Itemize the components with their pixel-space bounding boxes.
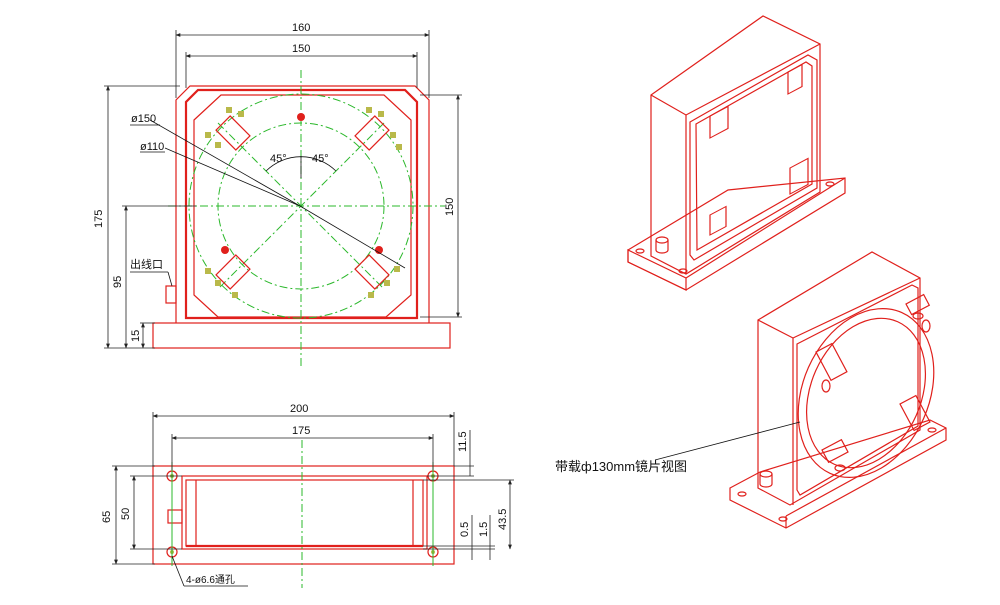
dim-15: 15: [130, 330, 142, 342]
diag-centerline-2: [217, 122, 385, 290]
label-d110: ø110: [140, 141, 164, 153]
label-cable-outlet: 出线口: [130, 257, 163, 271]
front-view: ø150 ø110 45° 45° 160 150 175 95 15 出线口 …: [93, 22, 462, 368]
circle-d150: [188, 93, 414, 319]
bottom-body: [181, 475, 428, 550]
cable-outlet-port: [165, 285, 177, 304]
bottom-cable-outlet: [167, 509, 183, 524]
dim-160: 160: [292, 22, 310, 34]
clip-bottom-right: [354, 254, 390, 290]
iso-view-top: [627, 15, 846, 291]
dim-175: 175: [93, 210, 105, 228]
circle-d110: [217, 122, 385, 290]
pads-group: [205, 107, 402, 298]
iso-view-bottom: [729, 251, 947, 529]
leader-d150: [149, 119, 301, 207]
bottom-view: 200 175 65 50 11.5 0.5 1.5 43.5 4-ø6.6通孔: [101, 403, 514, 588]
dim-65: 65: [101, 511, 113, 523]
angle-right-label: 45°: [312, 153, 329, 165]
label-d150: ø150: [131, 113, 156, 125]
dim-95: 95: [112, 276, 124, 288]
leader-mirror-note: [654, 421, 801, 461]
clip-top-right: [354, 115, 390, 151]
dim-1-5: 1.5: [478, 522, 490, 537]
front-octagon: [193, 94, 412, 318]
clip-bottom-left: [215, 254, 251, 290]
dim-200: 200: [290, 403, 308, 415]
leader-d110: [164, 147, 301, 207]
dim-150-right: 150: [444, 198, 456, 216]
dim-11-5: 11.5: [457, 431, 469, 452]
leader-d150-right: [299, 205, 406, 269]
bottom-body-inner: [185, 479, 424, 547]
label-mirror-note: 带载ф130mm镜片视图: [555, 459, 687, 474]
hole-left: [221, 246, 229, 254]
dim-150-top: 150: [292, 43, 310, 55]
dim-50: 50: [120, 508, 132, 520]
angle-left-label: 45°: [270, 153, 287, 165]
clip-top-left: [215, 115, 251, 151]
dim-175-bottom: 175: [292, 425, 310, 437]
dim-43-5: 43.5: [497, 509, 509, 530]
hole-right: [375, 246, 383, 254]
hole-top: [297, 113, 305, 121]
label-holes: 4-ø6.6通孔: [186, 574, 235, 586]
bottom-base-plate: [152, 465, 455, 565]
dim-0-5: 0.5: [459, 522, 471, 537]
front-inner-frame: [184, 88, 419, 320]
front-body-outline: [175, 85, 430, 323]
